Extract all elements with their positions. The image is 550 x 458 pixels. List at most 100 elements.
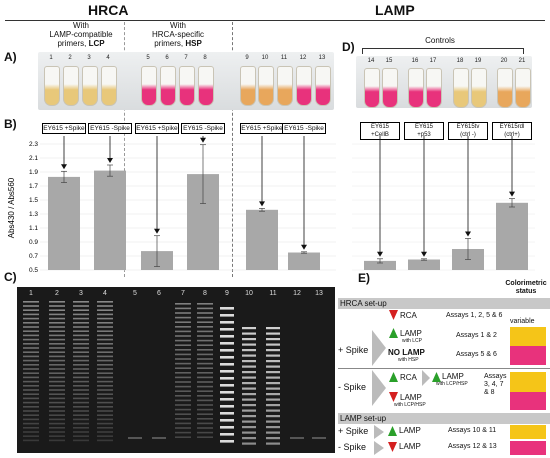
gel-lane-label: 6 — [157, 290, 161, 297]
gel-band — [49, 343, 65, 345]
gel-lane-label: 13 — [315, 290, 323, 297]
gel-band — [197, 372, 213, 374]
y-tick-label: 0.5 — [29, 267, 38, 274]
control-label: EY615tv(ctrl -) — [448, 122, 488, 140]
marker-band — [220, 412, 234, 415]
arrow-head — [301, 244, 307, 250]
gel-band — [49, 322, 65, 324]
gel-band — [175, 353, 191, 356]
gel-band — [97, 372, 113, 374]
with-lcp-1: with LCP — [402, 338, 423, 344]
gel-band — [73, 338, 89, 341]
gel-band — [49, 385, 65, 387]
sample-label: EY615 -Spike — [181, 123, 225, 134]
lamp-minus-arrow — [374, 441, 384, 455]
sample-label: EY615 -Spike — [282, 123, 326, 134]
gel-lane-label: 7 — [181, 290, 185, 297]
lamp-band — [242, 343, 256, 346]
gel-band — [73, 389, 89, 391]
gel-band — [97, 401, 113, 404]
tube — [277, 66, 293, 106]
gel-band — [49, 351, 65, 353]
table-e: Colorimetric status HRCA set-up variable… — [336, 280, 550, 457]
tube-number: 9 — [245, 55, 249, 61]
gel-band — [23, 343, 39, 345]
y-tick-label: 0.9 — [29, 239, 38, 246]
gel-band — [73, 355, 89, 358]
tube — [258, 66, 274, 106]
faint-band — [312, 437, 326, 439]
panel-label-d: D) — [342, 40, 355, 54]
hrca-minus-spike: - Spike — [338, 382, 367, 392]
gel-band — [175, 413, 191, 415]
gel-band — [23, 322, 39, 324]
gel-band — [175, 381, 191, 383]
lamp-label-5: LAMP — [399, 442, 421, 451]
header-divider — [5, 20, 545, 21]
gel-band — [175, 316, 191, 319]
tube-number: 4 — [106, 55, 110, 61]
gel-band — [49, 431, 65, 433]
gel-band — [73, 309, 89, 311]
lamp-band — [266, 338, 280, 341]
gel-band — [49, 330, 65, 332]
gel-band — [23, 422, 39, 425]
swatch-magenta-1 — [510, 346, 546, 365]
gel-band — [23, 309, 39, 311]
lamp-label-1: LAMP — [400, 329, 422, 338]
gel-band — [175, 358, 191, 360]
control-tube — [515, 68, 531, 108]
tube — [160, 66, 176, 106]
assays-1213: Assays 12 & 13 — [448, 443, 497, 450]
gel-band — [197, 330, 213, 333]
gel-band — [97, 418, 113, 421]
tube-number: 11 — [280, 55, 288, 61]
gel-band — [97, 385, 113, 387]
lamp-up-arrow-icon-2 — [432, 372, 441, 382]
gel-band — [49, 380, 65, 383]
gel-band — [97, 347, 113, 349]
gel-band — [23, 338, 39, 341]
tube — [240, 66, 256, 106]
gel-band — [175, 344, 191, 346]
gel-band — [73, 435, 89, 437]
gel-band — [23, 431, 39, 433]
gel-band — [49, 414, 65, 416]
faint-band — [152, 437, 166, 439]
gel-band — [73, 351, 89, 353]
gel-band — [97, 334, 113, 337]
gel-band — [197, 353, 213, 356]
vertical-dashed-divider — [232, 22, 233, 277]
panel-label-b: B) — [4, 117, 17, 131]
assays-56: Assays 5 & 6 — [456, 351, 497, 358]
lamp-band — [242, 398, 256, 401]
lamp-band — [266, 349, 280, 352]
gel-band — [73, 393, 89, 395]
tube-number: 6 — [165, 55, 169, 61]
lamp-band — [242, 332, 256, 335]
gel-band — [197, 385, 213, 388]
faint-band — [290, 437, 304, 439]
gel-band — [175, 399, 191, 402]
control-tube-number: 18 — [456, 58, 464, 64]
gel-band — [97, 317, 113, 320]
gel-band — [197, 335, 213, 337]
gel-band — [197, 422, 213, 425]
lamp-plus-arrow — [374, 425, 384, 439]
gel-band — [197, 395, 213, 397]
controls-bracket — [362, 48, 524, 54]
gel-band — [175, 408, 191, 411]
arrow-head — [107, 158, 113, 163]
gel-band — [49, 368, 65, 370]
lamp-band — [242, 371, 256, 374]
gel-band — [197, 399, 213, 402]
gel-band — [23, 401, 39, 404]
marker-band — [220, 349, 234, 352]
gel-band — [175, 339, 191, 342]
gel-band — [49, 376, 65, 379]
lamp-label-3: LAMP — [400, 393, 422, 402]
gel-band — [23, 414, 39, 416]
gel-band — [73, 359, 89, 362]
marker-band — [220, 363, 234, 366]
